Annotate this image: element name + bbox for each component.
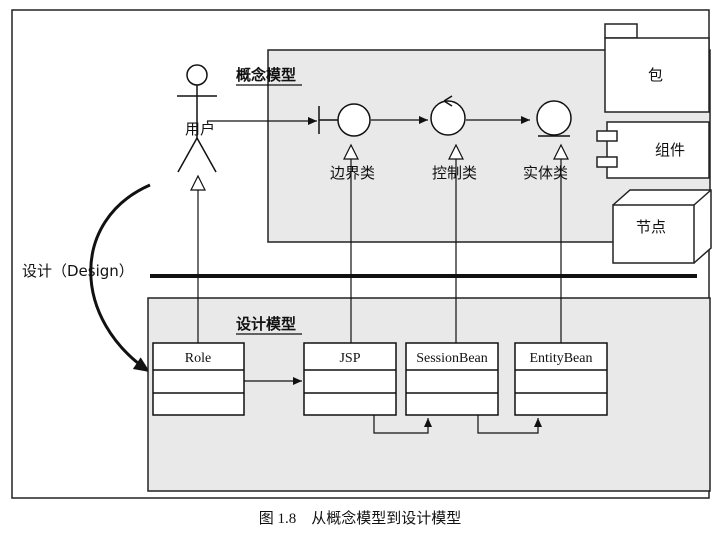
control-class-icon (430, 95, 466, 136)
realization-jsp-boundary (343, 143, 359, 343)
entitybean-class-name: EntityBean (530, 351, 593, 366)
actor-icon (177, 64, 217, 173)
node-icon (612, 189, 712, 264)
sessionbean-entitybean-link (477, 415, 542, 434)
entity-class-icon (536, 100, 572, 137)
entitybean-class-box (514, 342, 608, 416)
concept-model-title: 概念模型 (236, 66, 296, 84)
figure-caption: 图 1.8 从概念模型到设计模型 (259, 509, 462, 527)
realization-sessionbean-control (448, 143, 464, 343)
design-arrow-label: 设计（Design） (22, 262, 134, 280)
entity-class-label: 实体类 (523, 164, 568, 182)
jsp-class-name: JSP (339, 351, 360, 366)
sessionbean-class-box (405, 342, 499, 416)
design-curved-arrow (89, 183, 151, 374)
role-class-name: Role (185, 351, 211, 366)
package-legend-label: 包 (648, 66, 663, 84)
node-legend-label: 节点 (636, 218, 666, 236)
component-legend-label: 组件 (655, 141, 685, 159)
realization-entitybean-entity (553, 143, 569, 343)
control-class-label: 控制类 (432, 164, 477, 182)
actor-label: 用户 (185, 120, 215, 138)
jsp-class-box (303, 342, 397, 416)
sessionbean-class-name: SessionBean (416, 351, 488, 366)
component-icon (596, 121, 710, 179)
outer-frame (11, 9, 710, 499)
realization-role-actor (190, 174, 206, 343)
boundary-class-icon (318, 103, 371, 137)
jsp-sessionbean-link (373, 415, 432, 434)
design-model-title: 设计模型 (236, 315, 296, 333)
role-class-box (152, 342, 245, 416)
package-icon (604, 23, 710, 113)
boundary-class-label: 边界类 (330, 164, 375, 182)
